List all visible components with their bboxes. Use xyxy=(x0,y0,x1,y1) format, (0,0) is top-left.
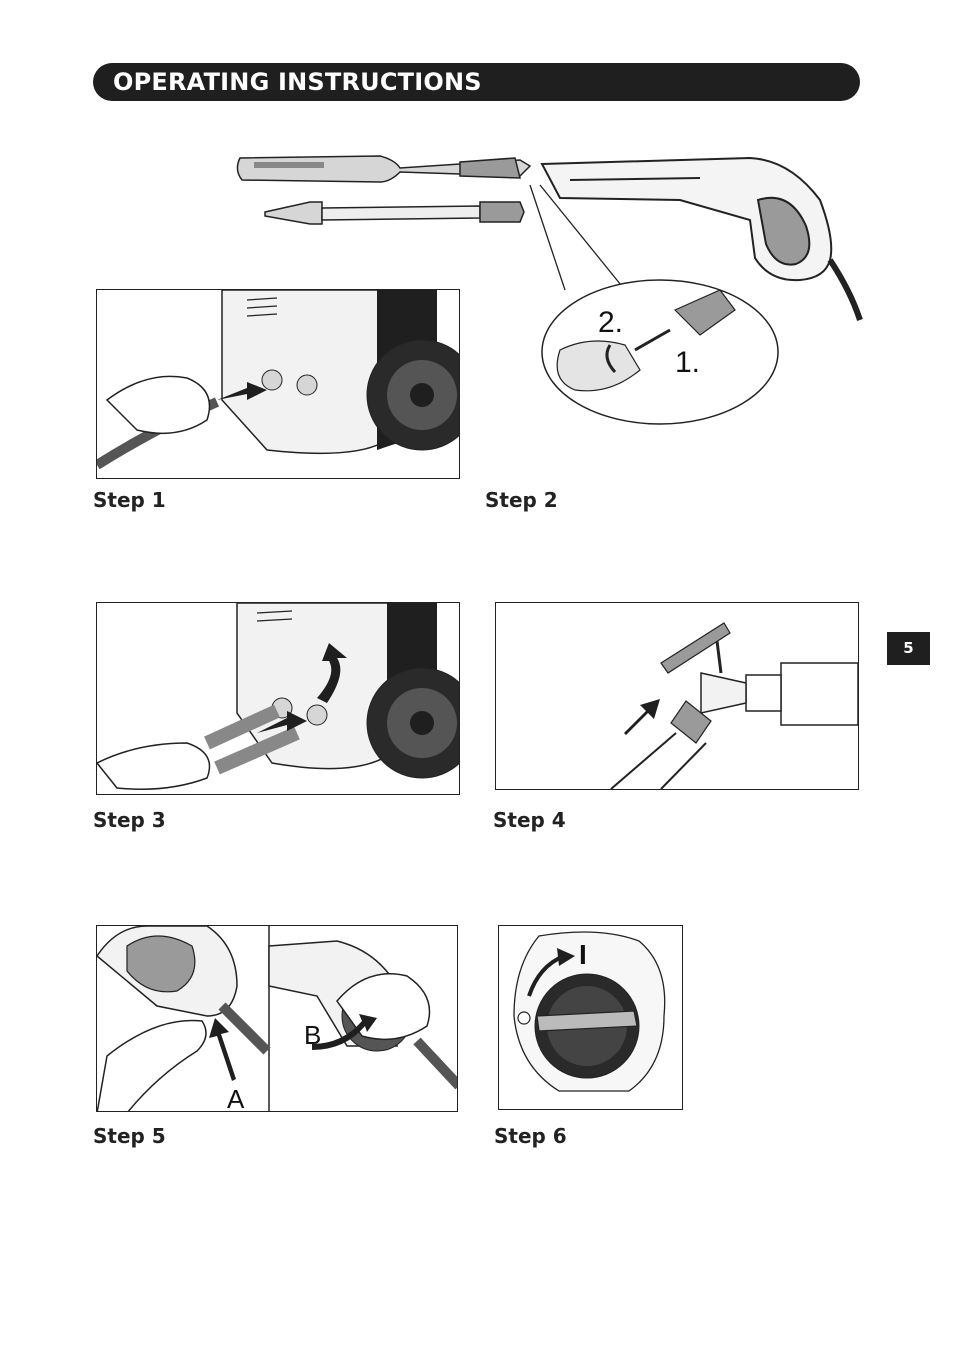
step3-figure xyxy=(96,602,460,795)
step6-label: Step 6 xyxy=(494,1124,567,1148)
section-title: OPERATING INSTRUCTIONS xyxy=(113,68,482,96)
callout-number-2: 2. xyxy=(598,306,623,339)
step1-figure xyxy=(96,289,460,479)
step4-figure xyxy=(495,602,859,790)
step5-label-a: A xyxy=(227,1084,245,1112)
step5-label: Step 5 xyxy=(93,1124,166,1148)
callout-number-1: 1. xyxy=(675,346,700,379)
page-number-tab: 5 xyxy=(887,632,930,665)
dirt-blaster-lance-image xyxy=(264,201,525,225)
step5-figure: A B xyxy=(96,925,458,1112)
step1-label: Step 1 xyxy=(93,488,166,512)
step4-label: Step 4 xyxy=(493,808,566,832)
section-header-bar: OPERATING INSTRUCTIONS xyxy=(93,63,860,101)
step2-callout-detail: 2. 1. xyxy=(541,279,779,425)
step2-label: Step 2 xyxy=(485,488,558,512)
vario-lance-image xyxy=(236,155,532,183)
trigger-gun-image xyxy=(540,156,863,321)
callout-line xyxy=(529,184,566,291)
step5-label-b: B xyxy=(304,1020,321,1050)
step3-label: Step 3 xyxy=(93,808,166,832)
callout-line xyxy=(539,184,626,291)
step6-on-symbol: I xyxy=(579,939,587,970)
step6-figure: I xyxy=(498,925,683,1110)
accessories-illustration: 2. 1. xyxy=(236,155,863,425)
